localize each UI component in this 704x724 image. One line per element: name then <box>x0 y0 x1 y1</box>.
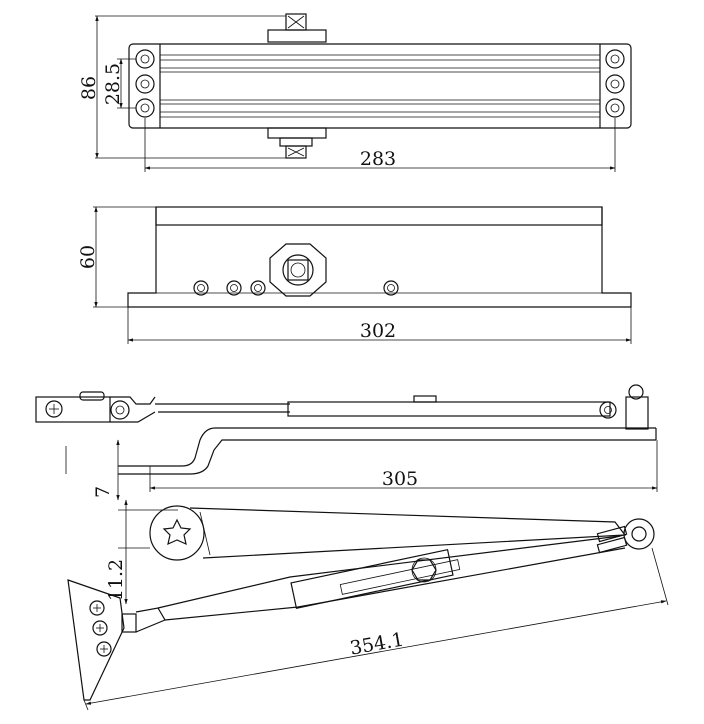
plan-length-label: 354.1 <box>348 629 405 660</box>
top-length-label: 283 <box>360 148 396 170</box>
top-view: 86 28.5 283 <box>78 13 632 172</box>
front-length-label: 302 <box>360 320 396 342</box>
arm-side-view: 7 305 <box>35 384 658 501</box>
arm-offset-label: 7 <box>92 486 114 498</box>
top-height-label: 86 <box>78 76 100 100</box>
plan-offset-label: 11.2 <box>105 559 127 601</box>
front-view: 60 302 <box>77 206 632 344</box>
arm-side-length-label: 305 <box>382 468 418 490</box>
front-height-label: 60 <box>77 245 99 269</box>
arm-plan-view: 11.2 354.1 <box>67 499 669 711</box>
adjust-screw-icon <box>193 280 399 296</box>
bolt-spacing-label: 28.5 <box>102 63 124 105</box>
